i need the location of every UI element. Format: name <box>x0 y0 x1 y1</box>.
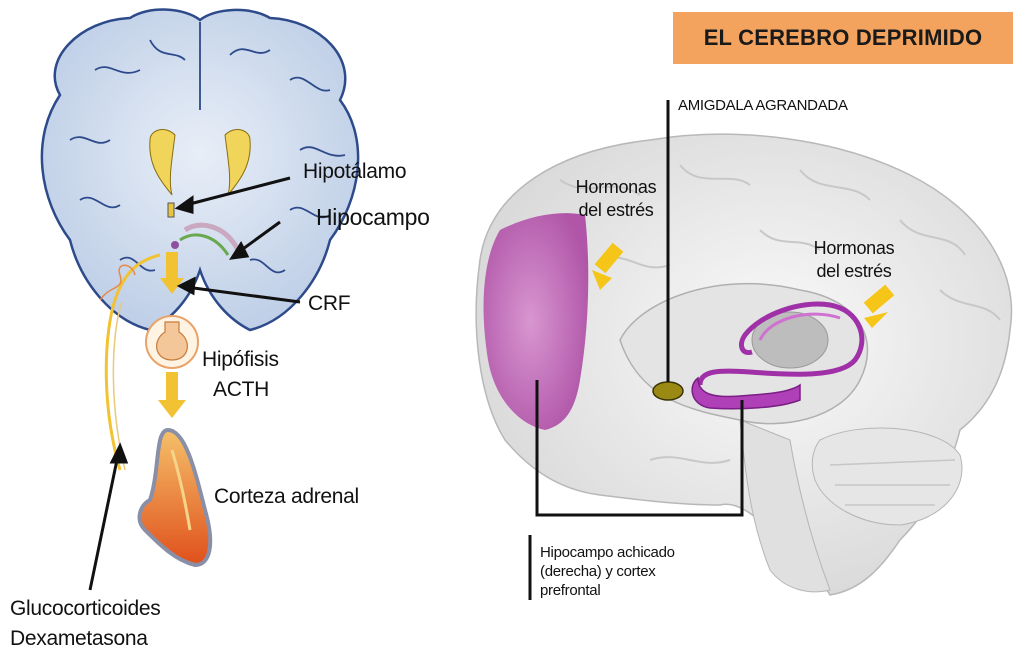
label-hormonas-1-line2: del estrés <box>566 199 666 222</box>
label-dexametasona: Dexametasona <box>10 627 148 651</box>
label-hormonas-1-line1: Hormonas <box>566 176 666 199</box>
label-corteza-adrenal: Corteza adrenal <box>214 485 359 509</box>
title-banner: EL CEREBRO DEPRIMIDO <box>673 12 1013 64</box>
sagittal-brain <box>476 134 1011 595</box>
label-hormonas-1: Hormonas del estrés <box>566 176 666 221</box>
page-title: EL CEREBRO DEPRIMIDO <box>704 25 983 51</box>
label-hormonas-2-line1: Hormonas <box>804 237 904 260</box>
label-hipotalamo: Hipotálamo <box>303 160 406 184</box>
label-crf: CRF <box>308 292 350 316</box>
label-acth: ACTH <box>213 378 269 402</box>
label-hipocampo-line3: prefrontal <box>540 582 675 601</box>
label-hipocampo-line1: Hipocampo achicado <box>540 544 675 563</box>
label-hipocampo: Hipocampo <box>316 204 430 231</box>
label-hipocampo-line2: (derecha) y cortex <box>540 563 675 582</box>
label-hipocampo-achicado: Hipocampo achicado (derecha) y cortex pr… <box>540 544 675 600</box>
label-hipofisis: Hipófisis <box>202 348 279 372</box>
label-hormonas-2-line2: del estrés <box>804 260 904 283</box>
label-amigdala: AMIGDALA AGRANDADA <box>678 97 848 114</box>
coronal-brain <box>42 10 358 565</box>
label-glucocorticoides: Glucocorticoides <box>10 597 160 621</box>
label-hormonas-2: Hormonas del estrés <box>804 237 904 282</box>
